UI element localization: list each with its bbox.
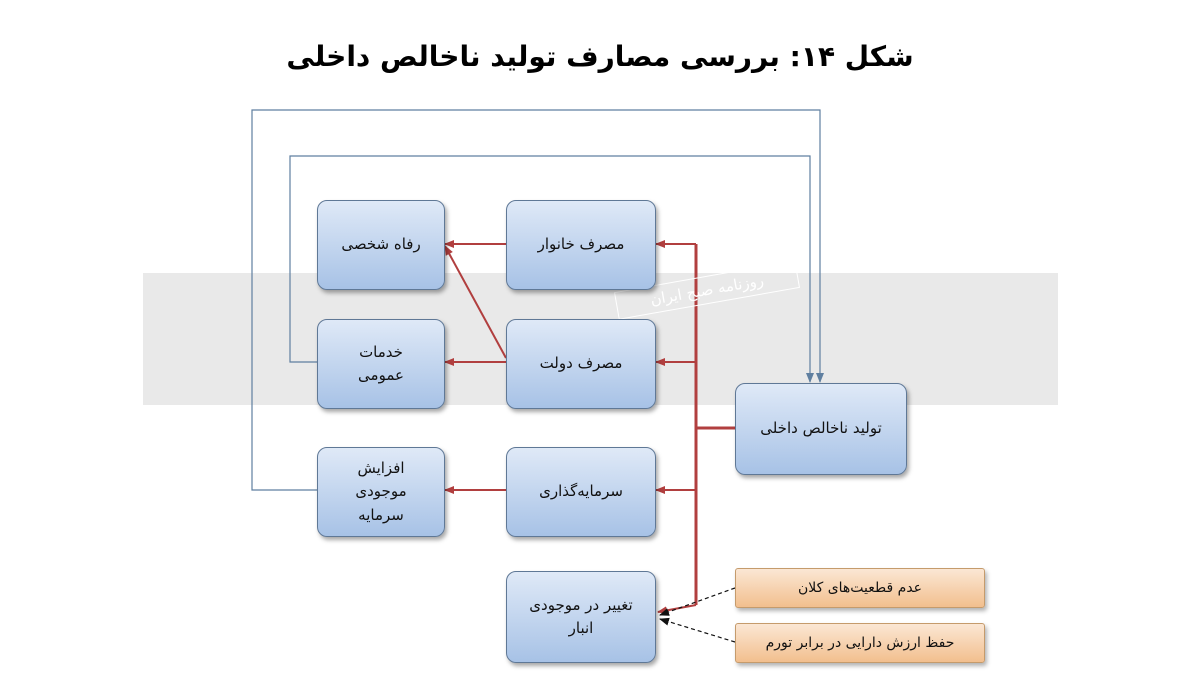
node-household-consumption: مصرف خانوار (506, 200, 656, 290)
dashed-arrow-uncertainty (659, 587, 736, 616)
arrow-to-inventory (657, 604, 697, 615)
node-gdp: تولید ناخالص داخلی (735, 383, 907, 475)
dashed-arrow-inflation-hedge (659, 617, 736, 643)
node-personal-welfare: رفاه شخصی (317, 200, 445, 290)
feedback-loop-inner (289, 155, 814, 383)
node-capital-stock-increase: افزایش موجودی سرمایه (317, 447, 445, 537)
feedback-loop-outer (251, 109, 824, 491)
node-public-services: خدمات عمومی (317, 319, 445, 409)
node-government-consumption: مصرف دولت (506, 319, 656, 409)
node-inventory-change: تغییر در موجودی انبار (506, 571, 656, 663)
node-inflation-hedge: حفظ ارزش دارایی در برابر تورم (735, 623, 985, 663)
node-investment: سرمایه‌گذاری (506, 447, 656, 537)
figure-title: شکل ۱۴: بررسی مصارف تولید ناخالص داخلی (286, 40, 914, 73)
arrow-government-to-welfare (444, 245, 507, 359)
gdp-distribution-trunk (694, 244, 735, 605)
node-macro-uncertainty: عدم قطعیت‌های کلان (735, 568, 985, 608)
